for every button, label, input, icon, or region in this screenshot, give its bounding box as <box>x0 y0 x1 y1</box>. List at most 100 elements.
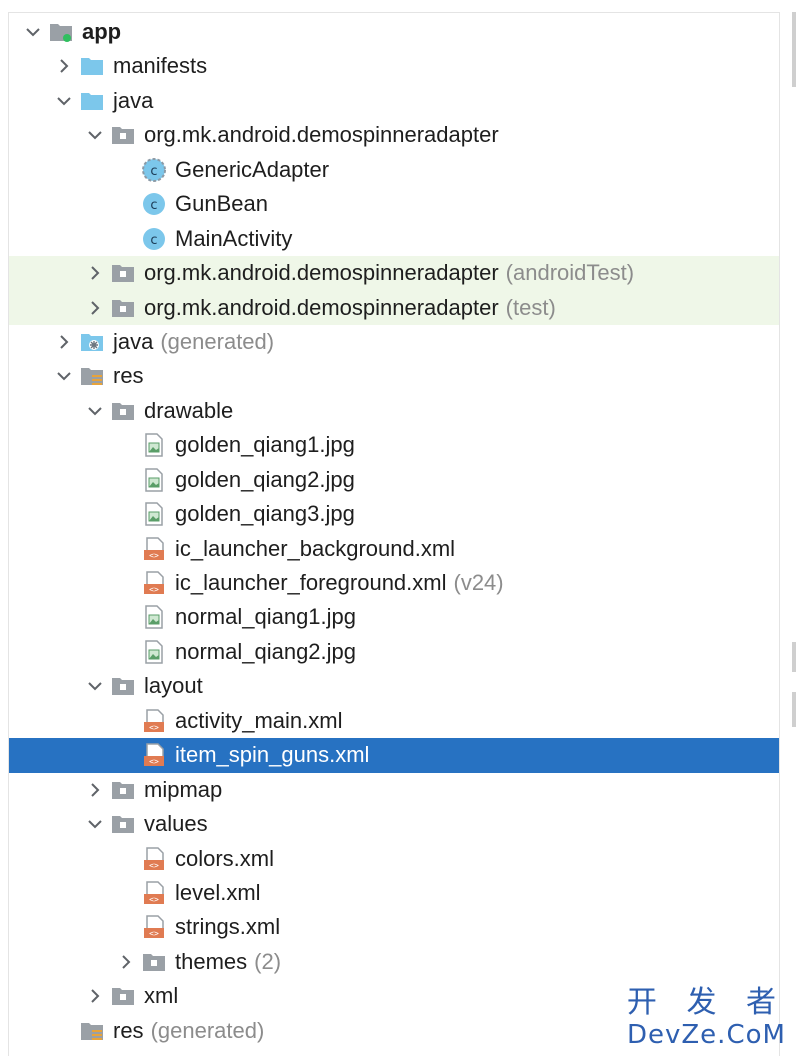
tree-row[interactable]: values <box>9 807 779 841</box>
chevron-down-icon[interactable] <box>23 22 43 42</box>
tree-row[interactable]: java(generated) <box>9 325 779 359</box>
chevron-down-icon[interactable] <box>85 401 105 421</box>
chevron-right-icon[interactable] <box>85 263 105 283</box>
class-icon: c <box>142 227 166 251</box>
tree-row[interactable]: java <box>9 84 779 118</box>
tree-row-label: res(generated) <box>113 1017 265 1043</box>
tree-row[interactable]: <> colors.xml <box>9 842 779 876</box>
tree-row[interactable]: xml <box>9 979 779 1013</box>
tree-row-text: ic_launcher_foreground.xml <box>175 570 447 595</box>
package-icon <box>111 778 135 802</box>
tree-row-label: golden_qiang2.jpg <box>175 466 355 492</box>
tree-row-hint: (test) <box>505 294 556 320</box>
tree-row-text: strings.xml <box>175 914 281 940</box>
tree-row-hint: (generated) <box>150 1017 265 1043</box>
scroll-marker <box>792 642 796 672</box>
package-icon <box>111 984 135 1008</box>
tree-row-text: mipmap <box>144 776 223 802</box>
tree-row[interactable]: themes(2) <box>9 945 779 979</box>
chevron-down-icon[interactable] <box>85 814 105 834</box>
tree-row-hint: (androidTest) <box>505 260 635 286</box>
tree-row-label: normal_qiang2.jpg <box>175 639 356 664</box>
tree-row[interactable]: res(generated) <box>9 1014 779 1048</box>
scroll-marker <box>792 692 796 727</box>
tree-row-text: normal_qiang1.jpg <box>175 604 357 630</box>
chevron-right-icon[interactable] <box>85 298 105 318</box>
tree-row[interactable]: <> strings.xml <box>9 910 779 944</box>
chevron-down-icon[interactable] <box>54 366 74 386</box>
tree-row[interactable]: org.mk.android.demospinneradapter(test) <box>9 290 779 325</box>
tree-row[interactable]: <> ic_launcher_foreground.xml(v24) <box>9 566 779 600</box>
tree-row-label: golden_qiang3.jpg <box>175 502 355 526</box>
tree-row-text: level.xml <box>175 879 261 905</box>
tree-row[interactable]: golden_qiang2.jpg <box>9 463 779 497</box>
tree-row-label: level.xml <box>175 879 261 905</box>
tree-row-text: GenericAdapter <box>175 156 330 182</box>
chevron-down-icon[interactable] <box>54 91 74 111</box>
tree-row[interactable]: golden_qiang1.jpg <box>9 428 779 462</box>
blue-folder-icon <box>80 89 104 113</box>
tree-row[interactable]: c MainActivity <box>9 222 779 256</box>
module-folder-icon <box>49 20 73 44</box>
generated-folder-icon <box>80 330 104 354</box>
tree-row-label: colors.xml <box>175 846 274 871</box>
chevron-right-icon[interactable] <box>54 56 74 76</box>
tree-row-label: app <box>82 20 121 44</box>
svg-text:<>: <> <box>149 861 159 870</box>
scrollbar[interactable] <box>781 12 796 1056</box>
tree-row-label: org.mk.android.demospinneradapter(test) <box>144 294 556 320</box>
tree-row-text: res <box>113 1017 144 1043</box>
svg-text:c: c <box>150 198 157 213</box>
tree-row[interactable]: org.mk.android.demospinneradapter <box>9 118 779 152</box>
tree-row[interactable]: <>level.xml <box>9 876 779 910</box>
tree-row-text: MainActivity <box>175 225 293 251</box>
xml-file-icon: <> <box>142 846 166 871</box>
tree-row-text: golden_qiang1.jpg <box>175 432 355 458</box>
tree-row-text: manifests <box>113 53 208 79</box>
tree-row[interactable]: res <box>9 359 779 393</box>
tree-row-label: ic_launcher_foreground.xml(v24) <box>175 571 504 595</box>
xml-file-icon: <> <box>142 915 166 939</box>
chevron-right-icon[interactable] <box>116 952 136 972</box>
tree-row-label: GenericAdapter <box>175 156 330 182</box>
tree-row-text: org.mk.android.demospinneradapter <box>144 260 499 286</box>
class-icon: c <box>142 192 166 216</box>
tree-row[interactable]: org.mk.android.demospinneradapter(androi… <box>9 256 779 291</box>
xml-file-icon: <> <box>142 571 166 595</box>
chevron-right-icon[interactable] <box>54 332 74 352</box>
tree-row-text: layout <box>144 673 203 699</box>
tree-row[interactable]: layout <box>9 669 779 703</box>
svg-text:<>: <> <box>149 723 159 732</box>
tree-row-label: values <box>144 812 208 836</box>
tree-row[interactable]: normal_qiang2.jpg <box>9 635 779 669</box>
tree-row-label: xml <box>144 984 178 1008</box>
tree-row-label: MainActivity <box>175 225 293 251</box>
tree-row-label: layout <box>144 674 203 698</box>
tree-row-label: normal_qiang1.jpg <box>175 605 356 629</box>
tree-row-hint: (2) <box>254 948 282 974</box>
tree-row[interactable]: normal_qiang1.jpg <box>9 600 779 634</box>
tree-row[interactable]: <>item_spin_guns.xml <box>9 738 779 773</box>
tree-row[interactable]: manifests <box>9 49 779 83</box>
tree-row[interactable]: <> activity_main.xml <box>9 704 779 738</box>
chevron-right-icon[interactable] <box>85 780 105 800</box>
tree-row-text: java <box>113 328 154 354</box>
package-icon <box>142 950 166 974</box>
tree-row-label: mipmap <box>144 776 223 802</box>
tree-row[interactable]: mipmap <box>9 773 779 807</box>
tree-row[interactable]: <>ic_launcher_background.xml <box>9 532 779 566</box>
tree-row[interactable]: app <box>9 15 779 49</box>
tree-row-text: java <box>113 87 154 113</box>
tree-row-text: golden_qiang2.jpg <box>175 466 355 492</box>
chevron-right-icon[interactable] <box>85 986 105 1006</box>
chevron-down-icon[interactable] <box>85 125 105 145</box>
package-icon <box>111 674 135 698</box>
tree-row-label: themes(2) <box>175 948 282 974</box>
tree-row-label: res <box>113 364 144 388</box>
chevron-down-icon[interactable] <box>85 676 105 696</box>
tree-row[interactable]: drawable <box>9 394 779 428</box>
tree-row-label: activity_main.xml <box>175 708 342 733</box>
tree-row[interactable]: golden_qiang3.jpg <box>9 497 779 531</box>
